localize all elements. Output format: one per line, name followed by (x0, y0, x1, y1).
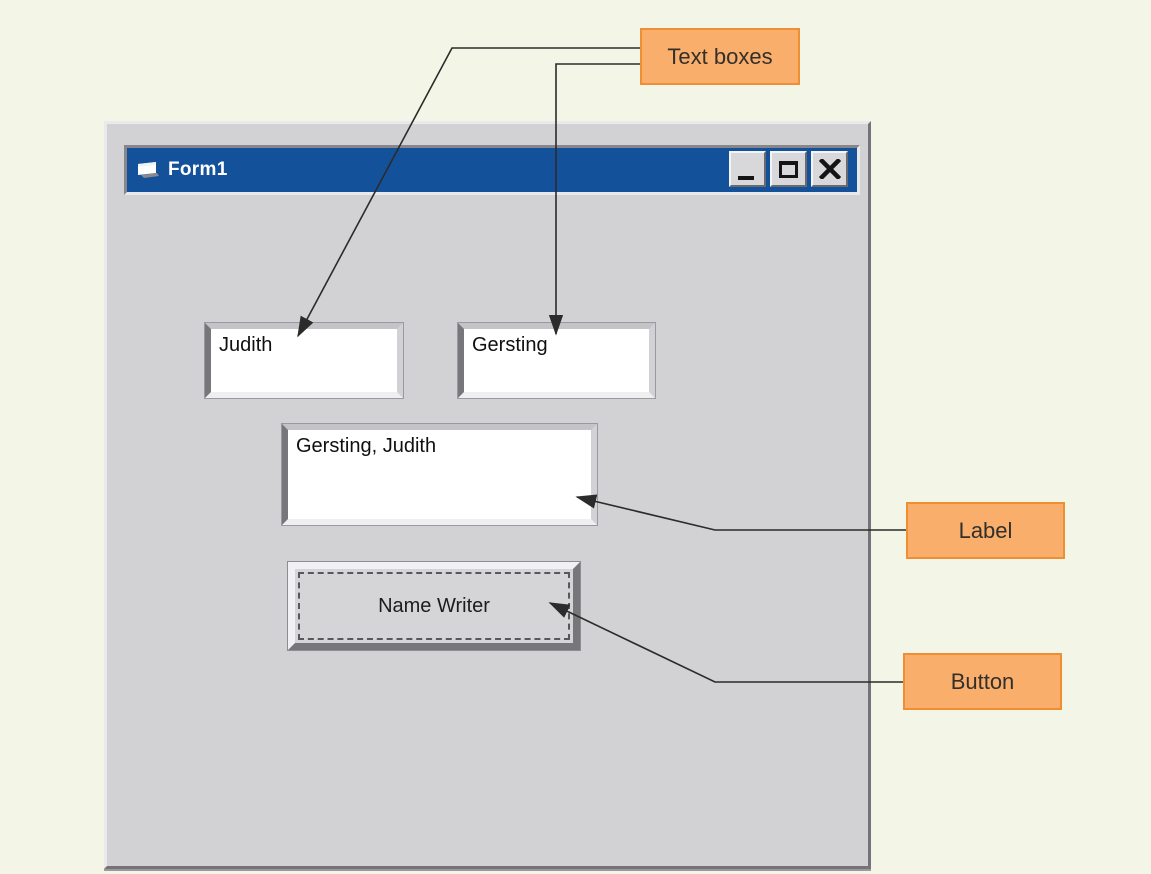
name-writer-button[interactable]: Name Writer (287, 561, 581, 651)
maximize-icon (779, 160, 798, 178)
form-window: Form1 Judith Gersting Gersting, Judith (104, 121, 871, 869)
minimize-icon (737, 176, 754, 180)
last-name-textbox[interactable]: Gersting (457, 322, 656, 399)
window-control-buttons (729, 151, 848, 187)
maximize-button[interactable] (770, 151, 807, 187)
close-button[interactable] (811, 151, 848, 187)
first-name-textbox[interactable]: Judith (204, 322, 404, 399)
callout-textboxes: Text boxes (640, 28, 800, 85)
button-label: Name Writer (378, 594, 490, 617)
window-titlebar[interactable]: Form1 (124, 145, 860, 195)
close-icon (818, 159, 841, 179)
window-title: Form1 (168, 159, 228, 180)
minimize-button[interactable] (729, 151, 766, 187)
full-name-label: Gersting, Judith (281, 423, 598, 526)
form-sheet-icon (138, 161, 159, 178)
callout-button: Button (903, 653, 1062, 710)
callout-label: Label (906, 502, 1065, 559)
